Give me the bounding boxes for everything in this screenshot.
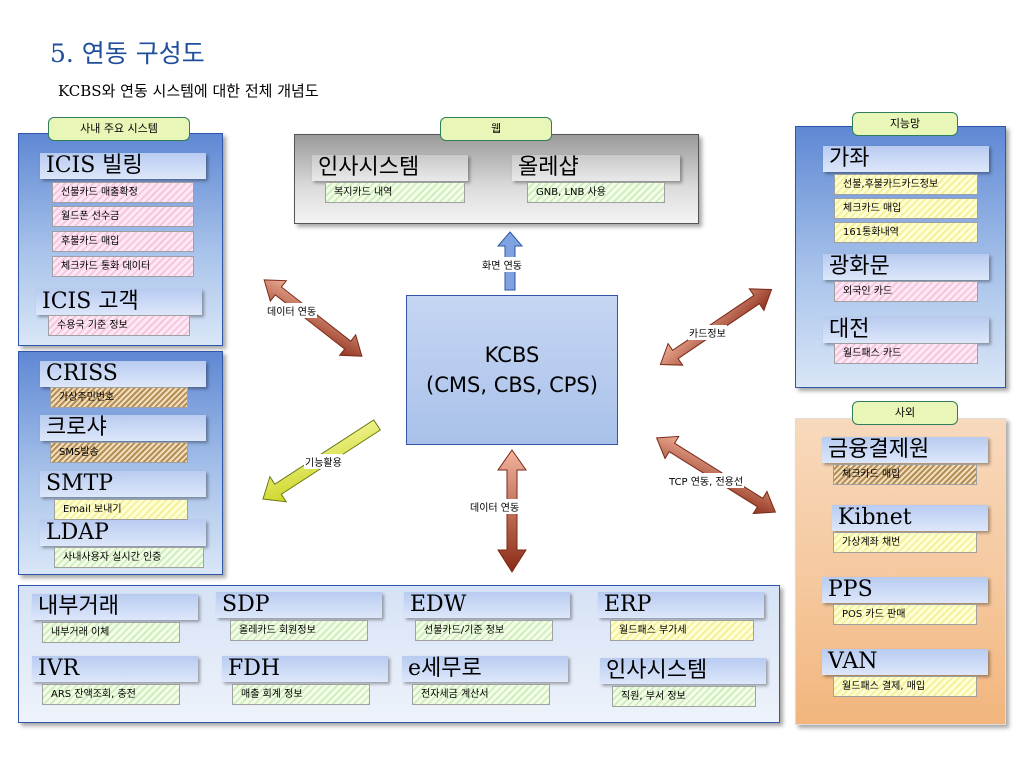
ivr-header: IVR bbox=[32, 656, 198, 682]
label-card-info: 카드정보 bbox=[688, 325, 727, 340]
kcbs-subtitle: (CMS, CBS, CPS) bbox=[426, 373, 598, 397]
ldap-item: 사내사용자 실시간 인증 bbox=[54, 547, 204, 568]
kibnet-item: 가상계좌 채번 bbox=[833, 532, 977, 553]
icis-billing-item: 선불카드 매출확정 bbox=[52, 182, 194, 203]
criss-header: CRISS bbox=[40, 361, 206, 387]
van-item: 월드패스 결제, 매입 bbox=[833, 676, 977, 697]
internal-trade-item: 내부거래 이체 bbox=[42, 622, 180, 643]
page-subtitle: KCBS와 연동 시스템에 대한 전체 개념도 bbox=[58, 82, 319, 100]
page-title: 5. 연동 구성도 bbox=[50, 39, 205, 68]
gwanghwamun-header: 광화문 bbox=[823, 254, 989, 280]
sdp-item: 올레카드 회원정보 bbox=[230, 620, 368, 641]
smtp-header: SMTP bbox=[40, 471, 206, 497]
gajwa-item: 161통화내역 bbox=[834, 222, 978, 243]
bottom-hr-header: 인사시스템 bbox=[600, 658, 766, 684]
etax-item: 전자세금 계산서 bbox=[412, 684, 550, 705]
bottom-hr-item: 직원, 부서 정보 bbox=[612, 686, 756, 707]
label-data-bottom: 데이터 연동 bbox=[469, 499, 521, 514]
icis-billing-item: 체크카드 통화 데이터 bbox=[52, 256, 194, 277]
pps-item: POS 카드 판매 bbox=[833, 604, 977, 625]
daejeon-item: 월드패스 카드 bbox=[834, 343, 978, 364]
van-header: VAN bbox=[822, 649, 988, 675]
crosha-item: SMS발송 bbox=[50, 442, 188, 463]
crosha-header: 크로샤 bbox=[40, 415, 206, 441]
daejeon-header: 대전 bbox=[823, 317, 989, 343]
internal-trade-header: 내부거래 bbox=[32, 594, 198, 620]
gwanghwamun-item: 외국인 카드 bbox=[834, 281, 978, 302]
label-screen: 화면 연동 bbox=[481, 257, 523, 272]
intelligent-network-tag: 지능망 bbox=[852, 112, 958, 136]
gajwa-item: 체크카드 매입 bbox=[834, 198, 978, 219]
kftc-header: 금융결제원 bbox=[822, 437, 988, 463]
erp-item: 월드패스 부가세 bbox=[610, 620, 754, 641]
criss-item: 가상주민번호 bbox=[50, 387, 188, 408]
internal-systems-tag: 사내 주요 시스템 bbox=[48, 117, 190, 141]
icis-billing-header: ICIS 빌링 bbox=[40, 153, 206, 179]
sdp-header: SDP bbox=[216, 592, 382, 618]
erp-header: ERP bbox=[598, 592, 764, 618]
ldap-header: LDAP bbox=[40, 520, 206, 546]
icis-customer-header: ICIS 고객 bbox=[36, 289, 202, 315]
kcbs-box: KCBS (CMS, CBS, CPS) bbox=[406, 295, 618, 445]
label-data-left: 데이터 연동 bbox=[266, 303, 318, 318]
edw-header: EDW bbox=[404, 592, 570, 618]
icis-customer-item: 수용국 기준 정보 bbox=[48, 315, 190, 336]
kftc-item: 체크카드 매입 bbox=[833, 464, 977, 485]
fdh-item: 매출 회계 정보 bbox=[232, 684, 370, 705]
olleh-shop-item: GNB, LNB 사용 bbox=[527, 182, 665, 203]
gajwa-item: 선불,후불카드카드정보 bbox=[834, 174, 978, 195]
ivr-item: ARS 잔액조회, 충전 bbox=[42, 684, 180, 705]
pps-header: PPS bbox=[822, 577, 988, 603]
kcbs-title: KCBS bbox=[484, 343, 540, 367]
web-hr-header: 인사시스템 bbox=[312, 155, 468, 181]
gajwa-header: 가좌 bbox=[823, 146, 989, 172]
web-tag: 웹 bbox=[440, 117, 552, 141]
arrow-data-left bbox=[263, 279, 363, 357]
etax-header: e세무로 bbox=[402, 656, 568, 682]
icis-billing-item: 월드폰 선수금 bbox=[52, 206, 194, 227]
olleh-shop-header: 올레샵 bbox=[512, 155, 680, 181]
edw-item: 선불카드/기준 정보 bbox=[415, 620, 553, 641]
external-tag: 사외 bbox=[852, 401, 958, 425]
icis-billing-item: 후불카드 매입 bbox=[52, 231, 194, 252]
web-hr-item: 복지카드 내역 bbox=[325, 182, 465, 203]
smtp-item: Email 보내기 bbox=[54, 499, 188, 520]
label-function: 기능활용 bbox=[304, 454, 343, 469]
fdh-header: FDH bbox=[222, 656, 388, 682]
kibnet-header: Kibnet bbox=[832, 505, 988, 531]
label-tcp: TCP 연동, 전용선 bbox=[668, 473, 745, 488]
